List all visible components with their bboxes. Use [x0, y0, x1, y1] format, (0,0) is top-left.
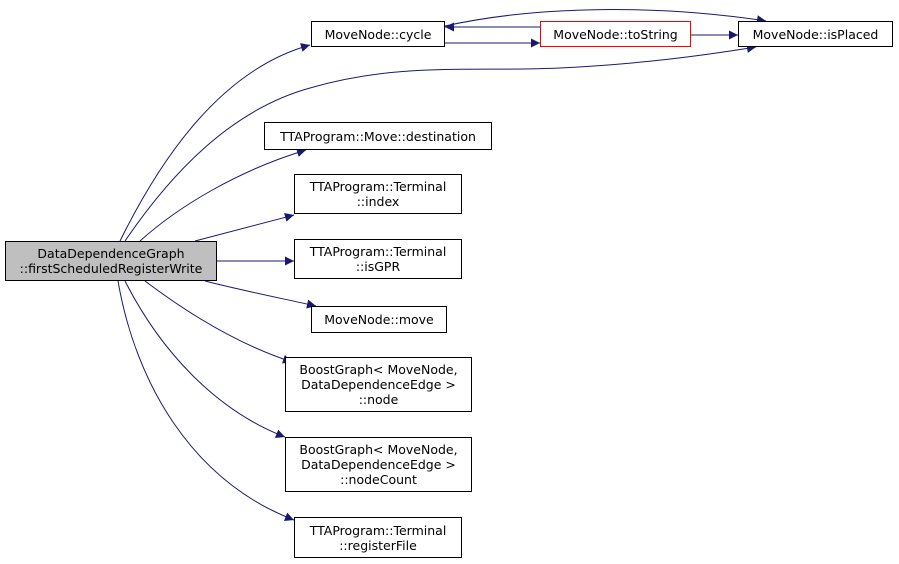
edge-root-to-cycle: [119, 43, 311, 242]
node-label-line: DataDependenceEdge >: [301, 457, 456, 472]
node-label-line: ::nodeCount: [340, 472, 417, 487]
node-label-line: DataDependenceGraph: [37, 246, 185, 261]
edge-root-to-bg-node: [144, 280, 293, 364]
node-movenode-tostring[interactable]: MoveNode::toString: [540, 21, 691, 47]
node-label-line: ::firstScheduledRegisterWrite: [19, 261, 203, 276]
node-movenode-isplaced[interactable]: MoveNode::isPlaced: [738, 21, 893, 47]
node-movenode-cycle[interactable]: MoveNode::cycle: [311, 21, 445, 47]
edge-root-to-terminal-register-file: [117, 280, 295, 521]
edge-root-to-move: [204, 280, 317, 309]
node-label-line: MoveNode::move: [324, 312, 434, 327]
node-label-line: TTAProgram::Terminal: [309, 522, 447, 538]
node-label-line: BoostGraph< MoveNode,: [299, 362, 458, 377]
edge-root-to-is-placed: [124, 43, 757, 242]
node-label-line: ::isGPR: [355, 259, 401, 274]
node-terminal-index[interactable]: TTAProgram::Terminal ::index: [294, 174, 462, 214]
node-label-line: TTAProgram::Terminal: [309, 179, 447, 194]
node-boostgraph-node[interactable]: BoostGraph< MoveNode, DataDependenceEdge…: [285, 357, 472, 412]
node-boostgraph-nodecount[interactable]: BoostGraph< MoveNode, DataDependenceEdge…: [285, 437, 472, 492]
node-label-line: ::node: [358, 392, 399, 407]
edge-root-to-destination: [139, 148, 307, 242]
node-root-first-scheduled-register-write: DataDependenceGraph ::firstScheduledRegi…: [5, 241, 217, 281]
node-movenode-move[interactable]: MoveNode::move: [311, 306, 447, 333]
node-label-line: ::index: [356, 194, 400, 209]
node-label-line: MoveNode::toString: [553, 26, 678, 42]
edge-cycle-to-is-placed: [444, 9, 767, 27]
node-terminal-registerfile[interactable]: TTAProgram::Terminal ::registerFile: [294, 517, 462, 558]
node-move-destination[interactable]: TTAProgram::Move::destination: [264, 122, 492, 150]
edge-root-to-terminal-index: [194, 212, 295, 242]
node-label-line: MoveNode::cycle: [324, 26, 432, 42]
node-label-line: ::registerFile: [339, 537, 417, 553]
node-label-line: TTAProgram::Terminal: [309, 244, 447, 259]
node-label-line: MoveNode::isPlaced: [752, 26, 879, 42]
edges-layer: [117, 9, 767, 521]
node-label-line: DataDependenceEdge >: [301, 377, 456, 392]
node-label-line: TTAProgram::Move::destination: [280, 128, 476, 144]
node-label-line: BoostGraph< MoveNode,: [299, 442, 458, 457]
node-terminal-isgpr[interactable]: TTAProgram::Terminal ::isGPR: [294, 239, 462, 279]
edge-root-to-bg-node-count: [124, 280, 286, 438]
